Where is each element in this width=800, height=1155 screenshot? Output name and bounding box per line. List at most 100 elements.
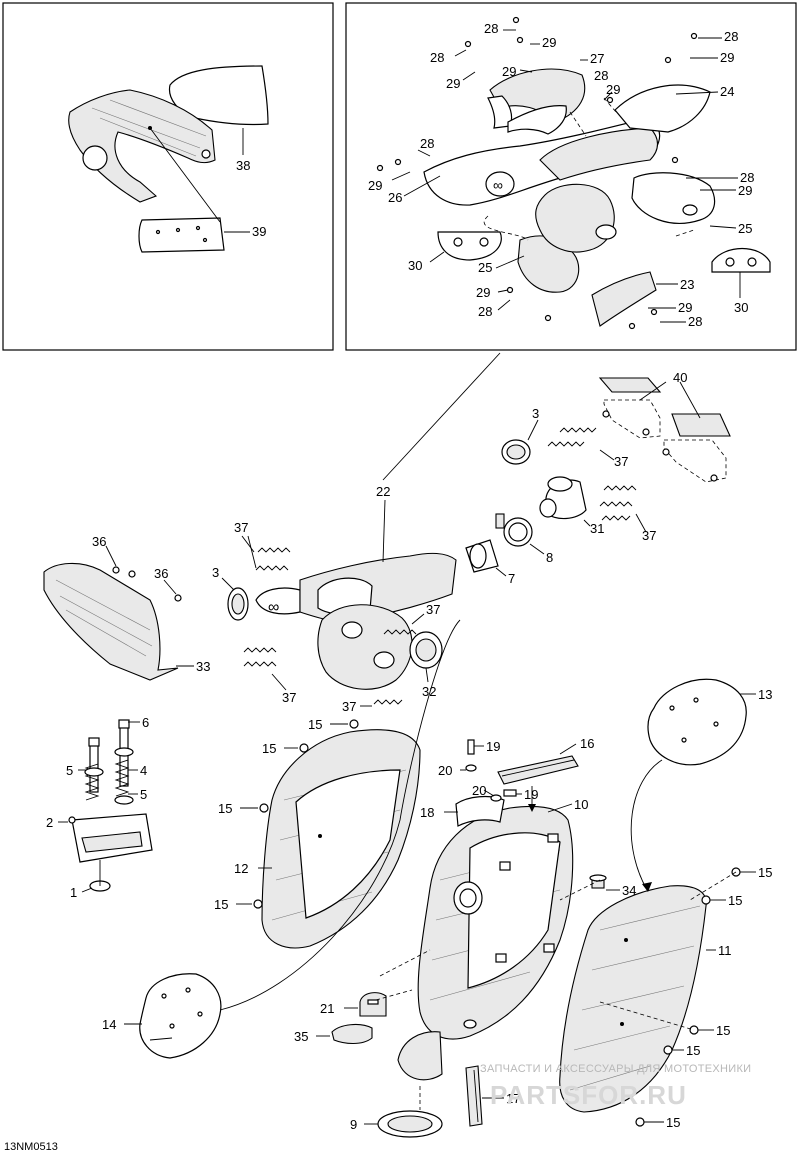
callout-28-d: 28 [724,29,738,44]
lead-22 [382,499,386,563]
part-27-front-pipe-shield [487,68,586,135]
callout-28-h: 28 [688,314,702,329]
callout-9: 9 [350,1117,357,1132]
lead-38b [149,127,221,223]
part-31-connector-pipe [539,476,587,520]
callout-36-b: 36 [154,566,168,581]
callout-37-c: 37 [234,520,248,535]
callout-20-b: 20 [472,783,486,798]
part-3-sleeve-left [227,587,249,621]
callout-32: 32 [422,684,436,699]
callout-25-a: 25 [738,221,752,236]
part-14-insulation-pad [139,973,222,1059]
part-10-muffler [397,805,574,1081]
part-30-gasket-plate-right [711,248,771,273]
part-22-header-pipe-assembly: ∞ [255,552,457,690]
callout-22: 22 [376,484,390,499]
callout-15-h: 15 [686,1043,700,1058]
callout-14: 14 [102,1017,116,1032]
part-23-lower-shield [591,271,657,327]
callout-1: 1 [70,885,77,900]
callout-19-a: 19 [486,739,500,754]
callout-29-g: 29 [738,183,752,198]
part-32-ring-gasket [409,631,443,669]
callout-28-a: 28 [484,21,498,36]
part-11-heat-shield-right [559,885,707,1113]
part-21-rubber-mount [359,992,387,1017]
callout-29-h: 29 [476,285,490,300]
callout-37-b: 37 [642,528,656,543]
lead-31 [583,519,591,527]
lead-20-b [483,789,495,797]
callout-2: 2 [46,815,53,830]
callout-13: 13 [758,687,772,702]
lead-3-left [221,577,235,591]
callout-37-a: 37 [614,454,628,469]
callout-8: 8 [546,550,553,565]
callout-19-b: 19 [524,787,538,802]
callout-29-f: 29 [368,178,382,193]
part-3-sleeve-upper [501,439,531,465]
callout-30-b: 30 [734,300,748,315]
callout-16: 16 [580,736,594,751]
arrow-16 [528,804,536,812]
callout-18: 18 [420,805,434,820]
inset-connector-line [382,352,501,481]
part-9-outlet-ring [377,1110,443,1138]
part-26-header-pipe-inset: ∞ [423,119,661,206]
lead-7 [495,567,507,577]
lead-37-c2 [247,535,257,569]
callout-27: 27 [590,51,604,66]
callout-28-c: 28 [594,68,608,83]
part-35-bracket [331,1023,373,1045]
callout-15-f: 15 [728,893,742,908]
callout-29-i: 29 [678,300,692,315]
callout-37-d: 37 [282,690,296,705]
callout-28-b: 28 [430,50,444,65]
part-12-heat-shield-left [261,729,421,949]
lead-1 [81,887,93,893]
callout-15-i: 15 [666,1115,680,1130]
callout-20-a: 20 [438,763,452,778]
callout-17: 17 [506,1091,520,1106]
part-19-20-fasteners [465,739,517,802]
lead-8 [529,543,545,555]
lead-37-b [635,513,647,533]
callout-25-b: 25 [478,260,492,275]
lead-37-d [271,673,287,691]
callout-15-c: 15 [218,801,232,816]
pipe-mark-inset: ∞ [493,177,503,193]
callout-28-g: 28 [478,304,492,319]
callout-12: 12 [234,861,248,876]
callout-29-a: 29 [542,35,556,50]
callout-31: 31 [590,521,604,536]
callout-11: 11 [718,943,732,958]
part-1-6-mount-stack [68,719,153,892]
callout-15-g: 15 [716,1023,730,1038]
callout-15-b: 15 [262,741,276,756]
lead-37-a [599,449,615,461]
callout-30-a: 30 [408,258,422,273]
inset-panel-left [2,2,334,351]
lead-3-upper [527,419,539,441]
part-8-clamp [495,513,533,547]
callout-3-upper: 3 [532,406,539,421]
part-upper-cover-frame [68,89,216,203]
part-13-insulation-pad [647,678,747,766]
callout-38: 38 [236,158,250,173]
lead-37-c [241,535,255,553]
callout-5-a: 5 [66,763,73,778]
callout-28-e: 28 [420,136,434,151]
callout-39: 39 [252,224,266,239]
callout-21: 21 [320,1001,334,1016]
callout-37-f: 37 [342,699,356,714]
callout-15-e: 15 [758,865,772,880]
inset-leaders [391,29,741,323]
callout-29-d: 29 [606,82,620,97]
lead-36-a [105,545,117,567]
callout-34: 34 [622,883,636,898]
part-18-shield-plate [455,795,505,827]
lead-32 [425,667,429,683]
watermark-logo: PARTSFOR.RU [490,1080,687,1110]
